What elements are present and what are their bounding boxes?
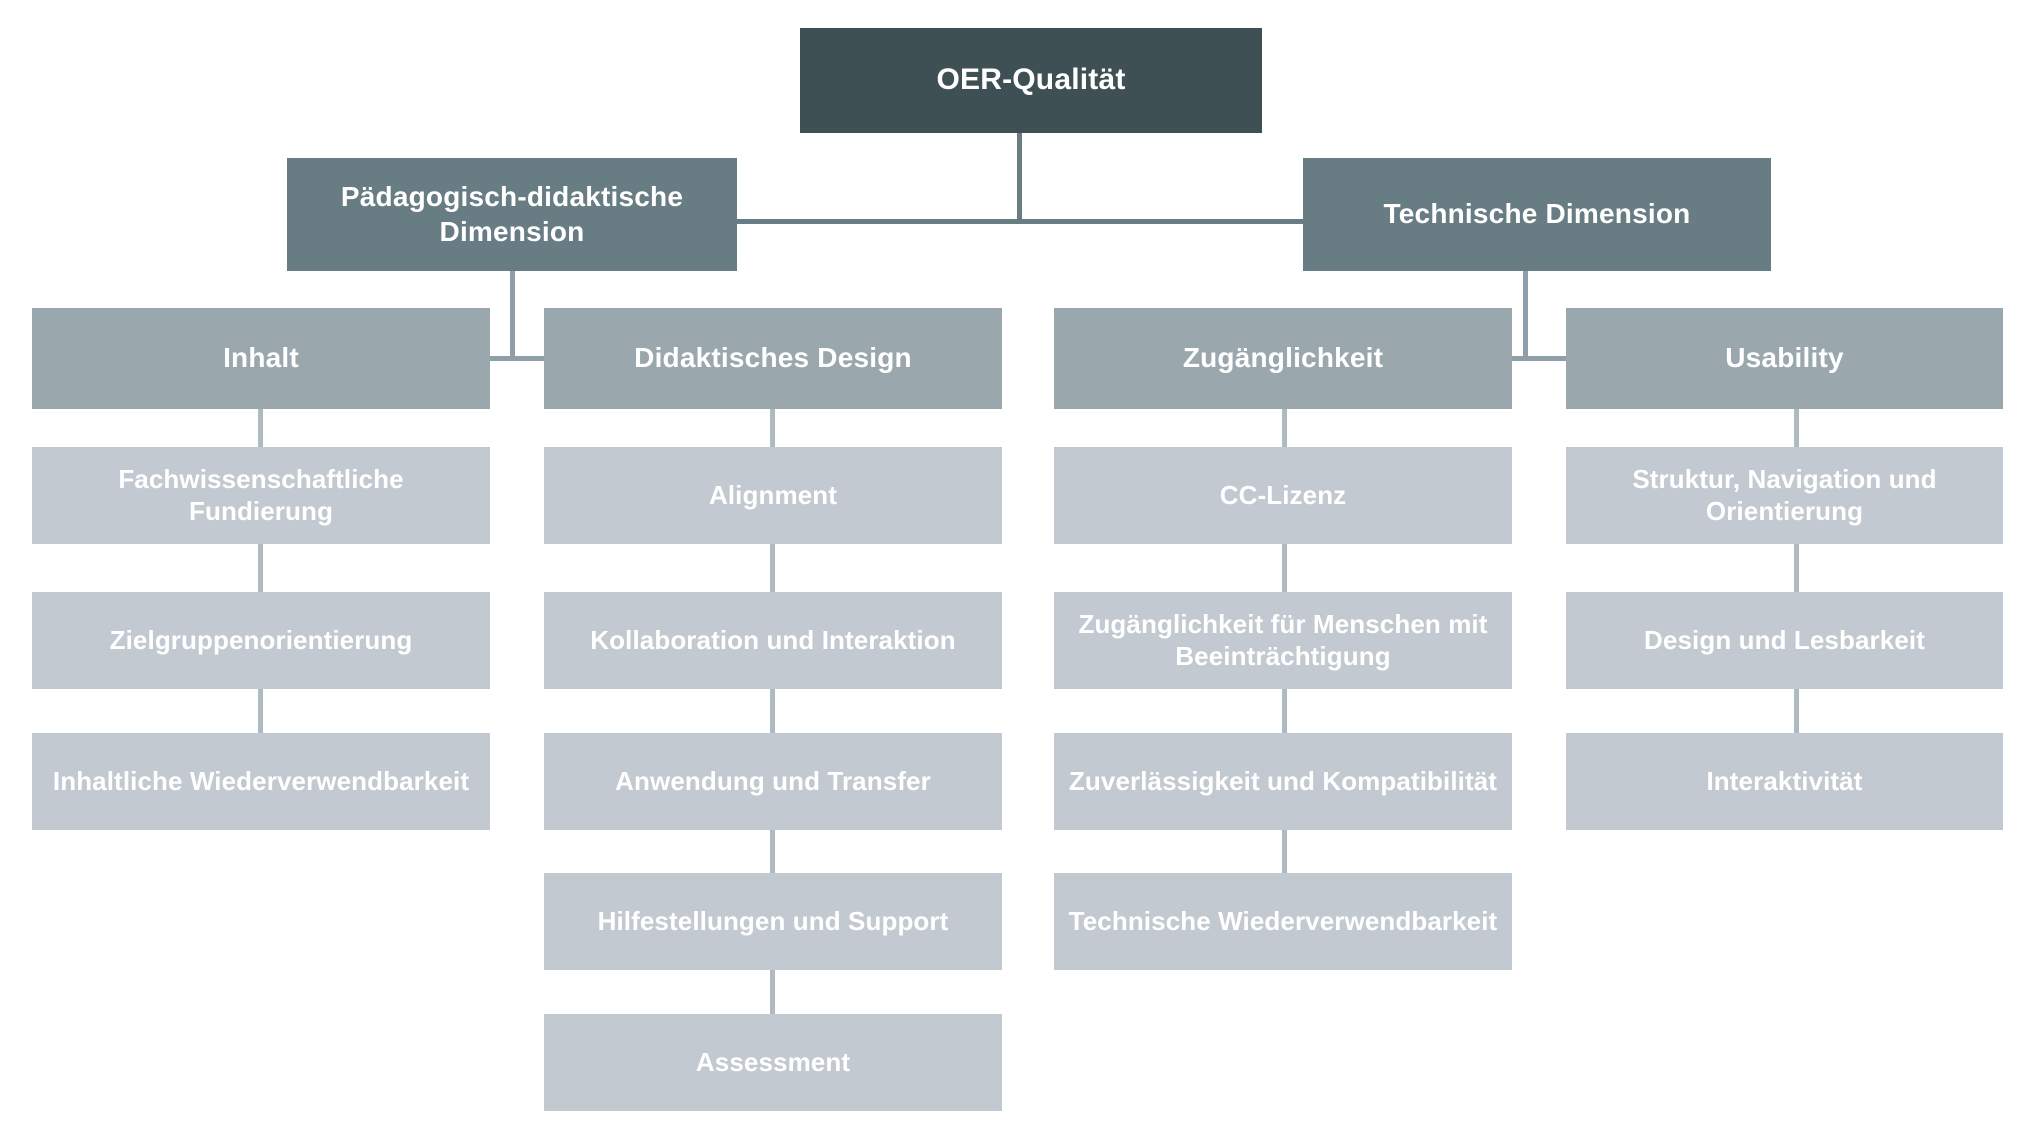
- node-category-label: Inhalt: [223, 342, 299, 374]
- node-criterion-label: Zuverlässigkeit und Kompatibilität: [1068, 765, 1498, 796]
- node-dimension-label: Technische Dimension: [1383, 198, 1691, 230]
- node-criterion-label: Zielgruppenorientierung: [109, 624, 413, 655]
- node-category-didaktisches-design[interactable]: Didaktisches Design: [544, 308, 1002, 409]
- node-category-label: Didaktisches Design: [634, 342, 912, 374]
- node-criterion[interactable]: Zielgruppenorientierung: [32, 592, 490, 689]
- connector-root-vertical: [1017, 133, 1022, 223]
- node-criterion-label: Technische Wiederverwendbarkeit: [1068, 905, 1498, 936]
- node-criterion-label: CC-Lizenz: [1219, 479, 1347, 510]
- node-dimension-technisch[interactable]: Technische Dimension: [1303, 158, 1771, 271]
- node-category-label: Usability: [1725, 342, 1844, 374]
- node-criterion-label: Anwendung und Transfer: [615, 765, 931, 796]
- connector-dimension-horizontal: [737, 219, 1304, 224]
- node-criterion-label: Inhaltliche Wiederverwendbarkeit: [52, 765, 470, 796]
- node-category-label: Zugänglichkeit: [1182, 342, 1384, 374]
- node-criterion-label: Hilfestellungen und Support: [597, 905, 949, 936]
- node-criterion[interactable]: CC-Lizenz: [1054, 447, 1512, 544]
- node-criterion-label: Design und Lesbarkeit: [1644, 624, 1925, 655]
- node-category-usability[interactable]: Usability: [1566, 308, 2003, 409]
- node-category-zugaenglichkeit[interactable]: Zugänglichkeit: [1054, 308, 1512, 409]
- node-criterion-label: Fachwissenschaftliche Fundierung: [118, 463, 404, 526]
- node-criterion[interactable]: Assessment: [544, 1014, 1002, 1111]
- node-criterion[interactable]: Kollaboration und Interaktion: [544, 592, 1002, 689]
- node-root-label: OER-Qualität: [936, 63, 1126, 97]
- node-criterion[interactable]: Zugänglichkeit für Menschen mit Beeinträ…: [1054, 592, 1512, 689]
- node-criterion[interactable]: Struktur, Navigation und Orientierung: [1566, 447, 2003, 544]
- connector-tech-horizontal: [1512, 356, 1567, 361]
- connector-tech-vertical: [1523, 271, 1528, 361]
- node-criterion[interactable]: Design und Lesbarkeit: [1566, 592, 2003, 689]
- connector-ped-vertical: [510, 271, 515, 361]
- node-dimension-paedagogisch-didaktisch[interactable]: Pädagogisch-didaktische Dimension: [287, 158, 737, 271]
- node-criterion-label: Alignment: [708, 479, 837, 510]
- node-criterion[interactable]: Inhaltliche Wiederverwendbarkeit: [32, 733, 490, 830]
- node-root-oer-qualitaet[interactable]: OER-Qualität: [800, 28, 1262, 133]
- connector-ped-horizontal: [490, 356, 545, 361]
- node-criterion-label: Struktur, Navigation und Orientierung: [1632, 463, 1937, 526]
- node-criterion[interactable]: Anwendung und Transfer: [544, 733, 1002, 830]
- node-criterion[interactable]: Interaktivität: [1566, 733, 2003, 830]
- node-criterion[interactable]: Alignment: [544, 447, 1002, 544]
- node-category-inhalt[interactable]: Inhalt: [32, 308, 490, 409]
- node-criterion-label: Kollaboration und Interaktion: [590, 624, 956, 655]
- node-dimension-label: Pädagogisch-didaktische Dimension: [340, 181, 684, 247]
- node-criterion[interactable]: Fachwissenschaftliche Fundierung: [32, 447, 490, 544]
- node-criterion-label: Assessment: [695, 1046, 851, 1077]
- node-criterion[interactable]: Technische Wiederverwendbarkeit: [1054, 873, 1512, 970]
- node-criterion-label: Interaktivität: [1706, 765, 1863, 796]
- node-criterion[interactable]: Zuverlässigkeit und Kompatibilität: [1054, 733, 1512, 830]
- node-criterion-label: Zugänglichkeit für Menschen mit Beeinträ…: [1078, 608, 1488, 671]
- node-criterion[interactable]: Hilfestellungen und Support: [544, 873, 1002, 970]
